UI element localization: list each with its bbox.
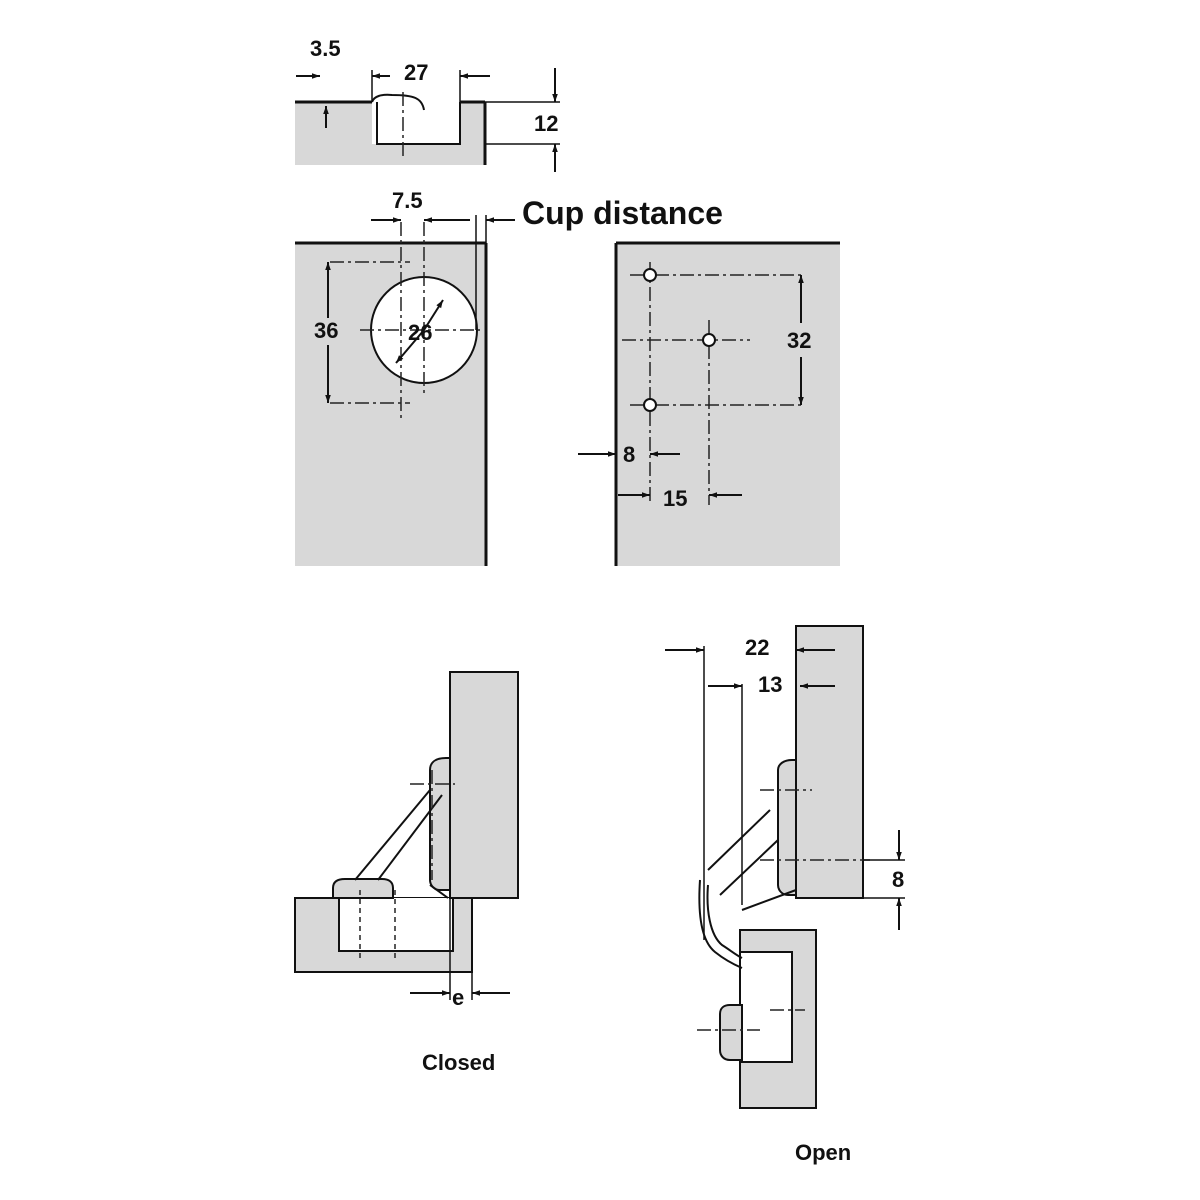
dim-depth: 12 <box>534 111 558 136</box>
dim-inner: 13 <box>758 672 782 697</box>
closed-view: e Closed <box>294 671 519 1075</box>
title: Cup distance <box>522 195 723 231</box>
dim-outer: 22 <box>745 635 769 660</box>
cup-view: 7.5 36 26 <box>295 188 515 566</box>
caption-open: Open <box>795 1140 851 1165</box>
dim-plate: 8 <box>892 867 904 892</box>
dim-cup-width: 27 <box>404 60 428 85</box>
open-view: 22 13 8 Open <box>665 625 905 1165</box>
caption-closed: Closed <box>422 1050 495 1075</box>
dim-height: 32 <box>787 328 811 353</box>
plate-view: 32 8 15 <box>578 241 840 566</box>
section-view: 3.5 27 12 <box>295 36 560 172</box>
dim-spacing: 36 <box>314 318 338 343</box>
dim-edge-offset: 3.5 <box>310 36 341 61</box>
dim-diameter: 26 <box>408 320 432 345</box>
dim-offset: 15 <box>663 486 687 511</box>
dim-edge: 8 <box>623 442 635 467</box>
dim-overlay: e <box>452 985 464 1010</box>
dim-edge-distance: 7.5 <box>392 188 423 213</box>
